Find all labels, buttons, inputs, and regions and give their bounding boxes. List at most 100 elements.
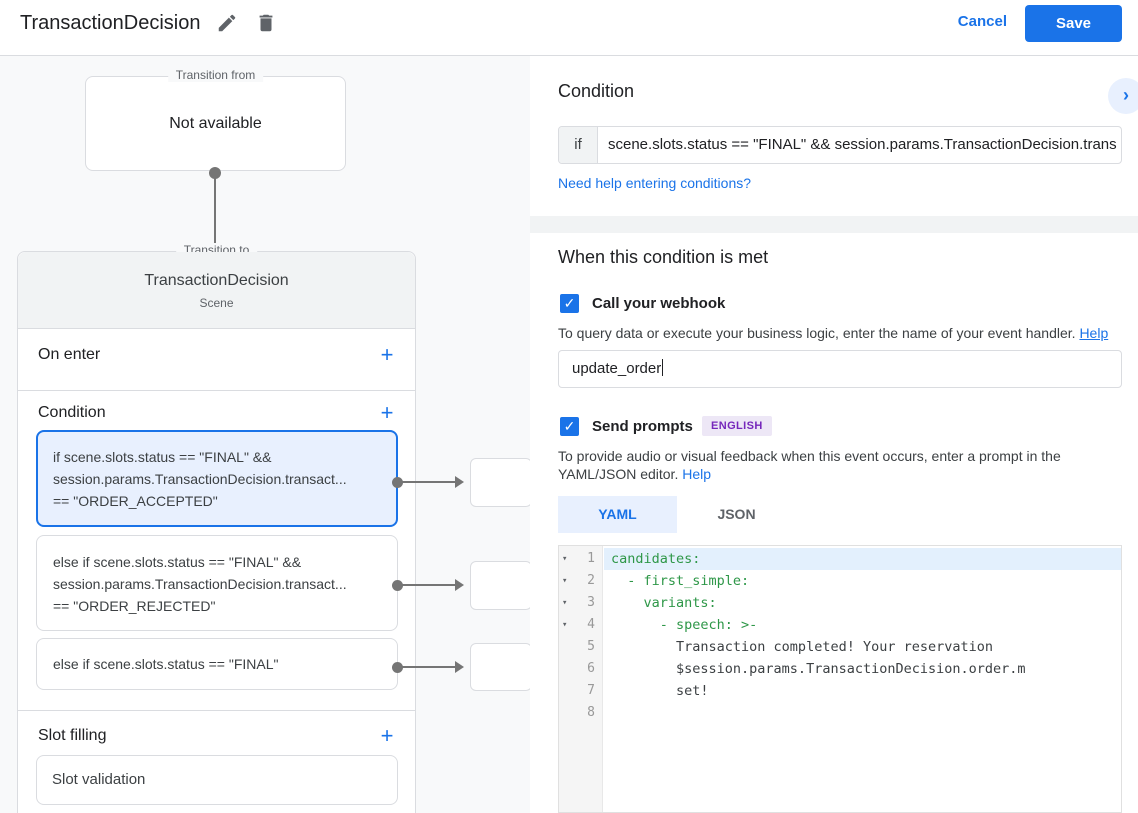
delete-button[interactable] bbox=[255, 12, 279, 36]
connector-line bbox=[398, 481, 455, 483]
condition-text-line: == "ORDER_ACCEPTED" bbox=[53, 493, 218, 509]
webhook-help-link[interactable]: Help bbox=[1079, 325, 1109, 341]
connector-arrow-icon bbox=[455, 579, 464, 591]
send-prompts-label: Send prompts bbox=[592, 418, 693, 435]
yaml-code-editor[interactable]: ▾ 1 candidates: ▾ 2 - first_simple: ▾ 3 var… bbox=[558, 545, 1122, 813]
condition-card-final[interactable]: else if scene.slots.status == "FINAL" bbox=[36, 638, 398, 690]
fold-arrow-icon[interactable]: ▾ bbox=[562, 554, 568, 564]
add-on-enter-button[interactable]: + bbox=[380, 342, 394, 367]
prompt-format-tabs: YAML JSON bbox=[558, 496, 796, 533]
code-line[interactable]: ▾ 1 candidates: bbox=[559, 548, 1121, 570]
save-button[interactable]: Save bbox=[1025, 5, 1122, 42]
add-slot-button[interactable]: + bbox=[380, 723, 394, 748]
webhook-helper-text: To query data or execute your business l… bbox=[558, 324, 1124, 342]
prompts-helper-text: To provide audio or visual feedback when… bbox=[558, 447, 1124, 483]
connector-line bbox=[398, 584, 455, 586]
code-line[interactable]: ▾ 3 variants: bbox=[559, 592, 1121, 614]
check-icon: ✓ bbox=[563, 295, 576, 311]
section-separator bbox=[530, 216, 1138, 233]
tab-yaml[interactable]: YAML bbox=[558, 496, 677, 533]
condition-text-line: else if scene.slots.status == "FINAL" && bbox=[53, 554, 302, 570]
when-condition-met-heading: When this condition is met bbox=[558, 247, 769, 267]
line-number: 6 bbox=[587, 661, 595, 676]
code-line[interactable]: 7 set! bbox=[559, 680, 1121, 702]
connector-dot[interactable] bbox=[392, 580, 403, 591]
line-number: 4 bbox=[587, 617, 595, 632]
section-divider bbox=[18, 710, 415, 711]
check-icon: ✓ bbox=[563, 418, 576, 434]
scene-type-label: Scene bbox=[199, 296, 234, 310]
code-text: variants: bbox=[611, 595, 717, 611]
webhook-helper-body: To query data or execute your business l… bbox=[558, 325, 1076, 341]
event-handler-value: update_order bbox=[572, 360, 662, 377]
connector-line bbox=[398, 666, 455, 668]
condition-text-line: == "ORDER_REJECTED" bbox=[53, 598, 216, 614]
call-webhook-label: Call your webhook bbox=[592, 295, 726, 312]
chevron-right-icon: › bbox=[1123, 85, 1129, 105]
code-line[interactable]: 5 Transaction completed! Your reservatio… bbox=[559, 636, 1121, 658]
transition-to-card: Transition to TransactionDecision Scene … bbox=[17, 243, 416, 813]
edit-button[interactable] bbox=[216, 12, 240, 36]
condition-text-line: if scene.slots.status == "FINAL" && bbox=[53, 449, 272, 465]
connector-dot[interactable] bbox=[392, 477, 403, 488]
condition-expression-row: if scene.slots.status == "FINAL" && sess… bbox=[558, 126, 1122, 164]
condition-text-line: else if scene.slots.status == "FINAL" bbox=[53, 656, 279, 672]
condition-section-label: Condition bbox=[38, 404, 106, 421]
scene-name: TransactionDecision bbox=[144, 272, 289, 289]
code-line[interactable]: ▾ 4 - speech: >- bbox=[559, 614, 1121, 636]
condition-heading: Condition bbox=[558, 81, 635, 101]
send-prompts-checkbox[interactable]: ✓ bbox=[560, 417, 579, 436]
condition-editor-panel: Condition › if scene.slots.status == "FI… bbox=[530, 56, 1138, 813]
code-line[interactable]: 8 bbox=[559, 702, 1121, 724]
trash-icon bbox=[255, 14, 277, 38]
scene-diagram-pane: Transition from Not available Transition… bbox=[0, 56, 530, 813]
condition-text-line: session.params.TransactionDecision.trans… bbox=[53, 471, 347, 487]
code-line[interactable]: 6 $session.params.TransactionDecision.or… bbox=[559, 658, 1121, 680]
slot-filling-label: Slot filling bbox=[38, 727, 107, 744]
line-number: 2 bbox=[587, 573, 595, 588]
condition-card-accepted[interactable]: if scene.slots.status == "FINAL" && sess… bbox=[36, 430, 398, 527]
prompts-help-link[interactable]: Help bbox=[682, 466, 712, 482]
code-text: set! bbox=[611, 683, 709, 699]
line-number: 1 bbox=[587, 551, 595, 566]
code-text: candidates: bbox=[611, 551, 701, 567]
page-title: TransactionDecision bbox=[20, 12, 201, 34]
add-condition-button[interactable]: + bbox=[380, 400, 394, 425]
line-number: 3 bbox=[587, 595, 595, 610]
fold-arrow-icon[interactable]: ▾ bbox=[562, 620, 568, 630]
section-divider bbox=[18, 390, 415, 391]
condition-expression-input[interactable]: scene.slots.status == "FINAL" && session… bbox=[608, 136, 1117, 153]
if-prefix-label: if bbox=[559, 127, 598, 163]
event-handler-input[interactable]: update_order bbox=[558, 350, 1122, 388]
condition-card-rejected[interactable]: else if scene.slots.status == "FINAL" &&… bbox=[36, 535, 398, 631]
transition-target-box[interactable] bbox=[470, 458, 530, 507]
condition-text-line: session.params.TransactionDecision.trans… bbox=[53, 576, 347, 592]
tab-json[interactable]: JSON bbox=[717, 506, 756, 522]
code-text: Transaction completed! Your reservation bbox=[611, 639, 994, 655]
transition-from-legend: Transition from bbox=[167, 68, 264, 82]
cancel-button[interactable]: Cancel bbox=[957, 13, 1007, 30]
connector-dot[interactable] bbox=[392, 662, 403, 673]
fold-arrow-icon[interactable]: ▾ bbox=[562, 576, 568, 586]
editor-gutter bbox=[559, 546, 603, 812]
arrow-line bbox=[214, 172, 216, 284]
transition-target-box[interactable] bbox=[470, 561, 530, 610]
line-number: 7 bbox=[587, 683, 595, 698]
code-text: - first_simple: bbox=[611, 573, 750, 589]
connector-arrow-icon bbox=[455, 661, 464, 673]
transition-target-box[interactable] bbox=[470, 643, 530, 691]
slot-validation-card[interactable]: Slot validation bbox=[36, 755, 398, 805]
conditions-help-link[interactable]: Need help entering conditions? bbox=[558, 175, 752, 191]
code-text: - speech: >- bbox=[611, 617, 758, 633]
fold-arrow-icon[interactable]: ▾ bbox=[562, 598, 568, 608]
collapse-panel-button[interactable]: › bbox=[1108, 78, 1138, 114]
code-text: $session.params.TransactionDecision.orde… bbox=[611, 661, 1026, 677]
scene-card-header[interactable]: TransactionDecision Scene bbox=[18, 252, 415, 329]
code-line[interactable]: ▾ 2 - first_simple: bbox=[559, 570, 1121, 592]
call-webhook-checkbox[interactable]: ✓ bbox=[560, 294, 579, 313]
transition-from-box: Transition from Not available bbox=[85, 68, 346, 171]
language-badge: ENGLISH bbox=[702, 416, 772, 436]
connector-arrow-icon bbox=[455, 476, 464, 488]
pencil-icon bbox=[216, 14, 238, 38]
